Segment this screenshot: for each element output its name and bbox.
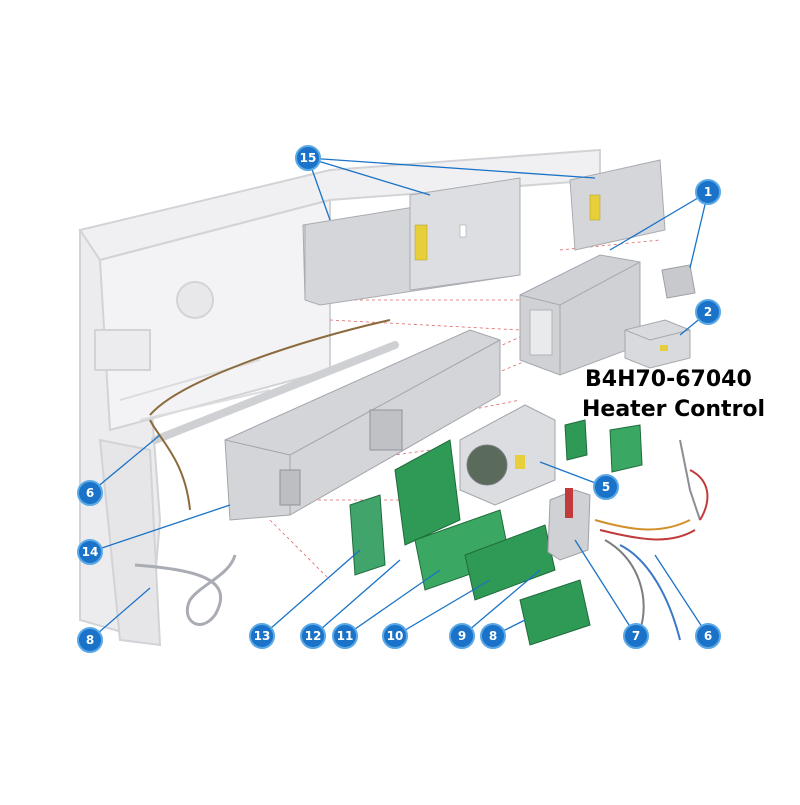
callout-number: 10 bbox=[387, 629, 404, 643]
callout-number: 6 bbox=[704, 629, 712, 643]
callout-circle bbox=[695, 179, 721, 205]
callout-8: 8 bbox=[480, 623, 506, 649]
callout-number: 15 bbox=[300, 151, 317, 165]
callout-number: 8 bbox=[86, 633, 94, 647]
callout-number: 2 bbox=[704, 305, 712, 319]
callout-number: 5 bbox=[602, 480, 610, 494]
callout-number: 7 bbox=[632, 629, 640, 643]
callout-number: 9 bbox=[458, 629, 466, 643]
part-name-label: Heater Control bbox=[582, 397, 766, 422]
callout-circle bbox=[623, 623, 649, 649]
callout-circle bbox=[77, 480, 103, 506]
callout-number: 8 bbox=[489, 629, 497, 643]
callout-8: 8 bbox=[77, 627, 103, 653]
callout-circle bbox=[295, 145, 321, 171]
callout-circle bbox=[695, 623, 721, 649]
part-number-label: B4H70-67040 bbox=[585, 367, 752, 392]
callout-circle bbox=[332, 623, 358, 649]
callout-circle bbox=[300, 623, 326, 649]
callout-11: 11 bbox=[332, 623, 358, 649]
callout-2: 2 bbox=[695, 299, 721, 325]
callout-circle bbox=[449, 623, 475, 649]
callout-10: 10 bbox=[382, 623, 408, 649]
callout-7: 7 bbox=[623, 623, 649, 649]
callout-leader-lines bbox=[89, 157, 709, 641]
part-5-power-supply bbox=[459, 404, 556, 506]
callout-circle bbox=[249, 623, 275, 649]
part-14-electronics-chassis bbox=[224, 329, 501, 521]
callout-circle bbox=[77, 539, 103, 565]
callout-12: 12 bbox=[300, 623, 326, 649]
part-15-rear-panels bbox=[302, 159, 666, 306]
callout-number: 6 bbox=[86, 486, 94, 500]
part-7-connector-bracket bbox=[547, 488, 591, 561]
callout-6: 6 bbox=[77, 480, 103, 506]
part-6-cable-harness bbox=[594, 439, 709, 641]
callout-circle bbox=[77, 627, 103, 653]
callout-number: 13 bbox=[254, 629, 271, 643]
callout-number: 1 bbox=[704, 185, 712, 199]
callout-14: 14 bbox=[77, 539, 103, 565]
callout-number: 12 bbox=[305, 629, 322, 643]
part-2-power-module bbox=[624, 319, 691, 369]
callout-5: 5 bbox=[593, 474, 619, 500]
callout-13: 13 bbox=[249, 623, 275, 649]
callout-number: 11 bbox=[337, 629, 354, 643]
part-1-electronics-cage bbox=[519, 254, 696, 376]
callout-15: 15 bbox=[295, 145, 321, 171]
callout-circle bbox=[695, 299, 721, 325]
heater-bar-and-cable bbox=[149, 319, 399, 511]
part-8-ribbon-cable bbox=[134, 554, 237, 626]
callout-1: 1 bbox=[695, 179, 721, 205]
callout-circle bbox=[480, 623, 506, 649]
callout-circle bbox=[593, 474, 619, 500]
callout-6: 6 bbox=[695, 623, 721, 649]
callout-circle bbox=[382, 623, 408, 649]
callout-9: 9 bbox=[449, 623, 475, 649]
printer-chassis-ghost bbox=[78, 148, 601, 647]
callout-number: 14 bbox=[82, 545, 99, 559]
